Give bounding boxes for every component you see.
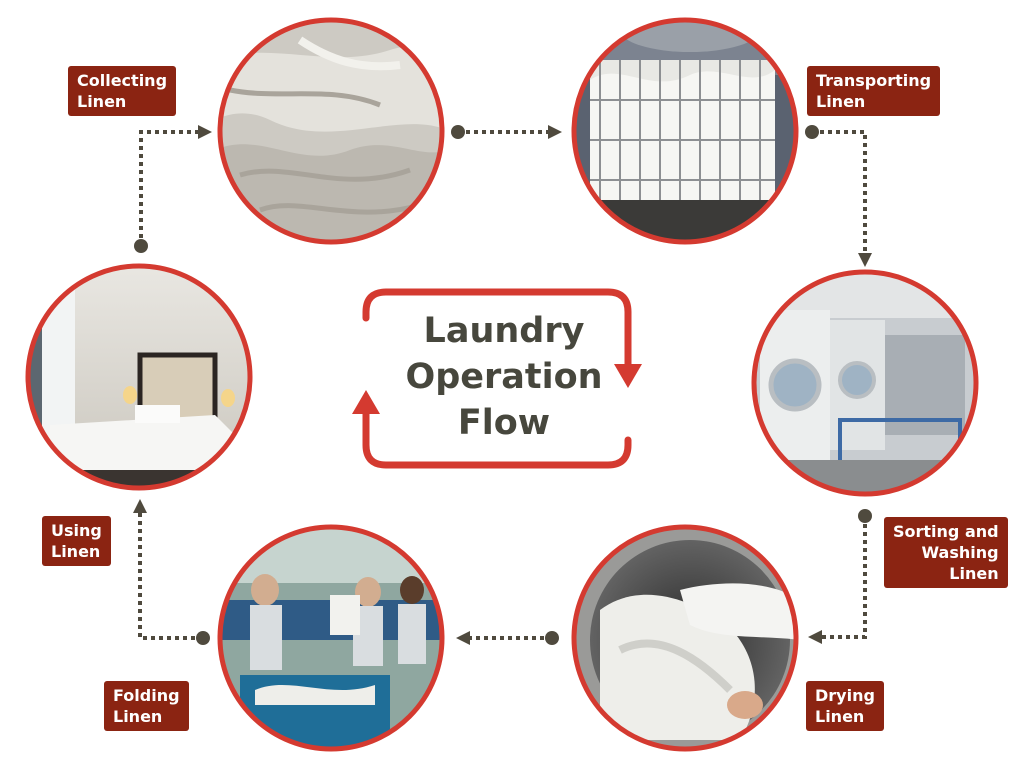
- center-cycle-frame: [352, 288, 642, 469]
- diagram-title: Laundry Operation Flow: [405, 311, 603, 443]
- step-collecting-linen-photo: [217, 17, 445, 245]
- connector-sorting-to-drying: [808, 509, 872, 644]
- step-label-drying-linen: Drying Linen: [806, 681, 884, 731]
- step-folding-linen-photo: [217, 524, 445, 752]
- step-label-using-linen: Using Linen: [42, 516, 111, 566]
- step-label-collecting-linen: Collecting Linen: [68, 66, 177, 116]
- step-label-sorting-washing-linen: Sorting and Washing Linen: [884, 517, 1008, 588]
- step-transporting-linen-photo: [571, 17, 799, 245]
- step-drying-linen-photo: [571, 524, 799, 752]
- connector-transport-to-sorting: [805, 125, 872, 267]
- step-using-linen-photo: [25, 263, 253, 491]
- step-label-transporting-linen: Transporting Linen: [807, 66, 941, 116]
- connector-folding-to-using: [133, 499, 210, 645]
- cycle-arrow-up-icon: [352, 390, 380, 414]
- step-sorting-washing-linen-photo: [751, 269, 979, 497]
- step-label-folding-linen: Folding Linen: [104, 681, 189, 731]
- connector-drying-to-folding: [456, 631, 559, 645]
- connector-collect-to-transport: [451, 125, 562, 139]
- cycle-arrow-down-icon: [614, 364, 642, 388]
- connector-using-to-collect: [134, 125, 212, 253]
